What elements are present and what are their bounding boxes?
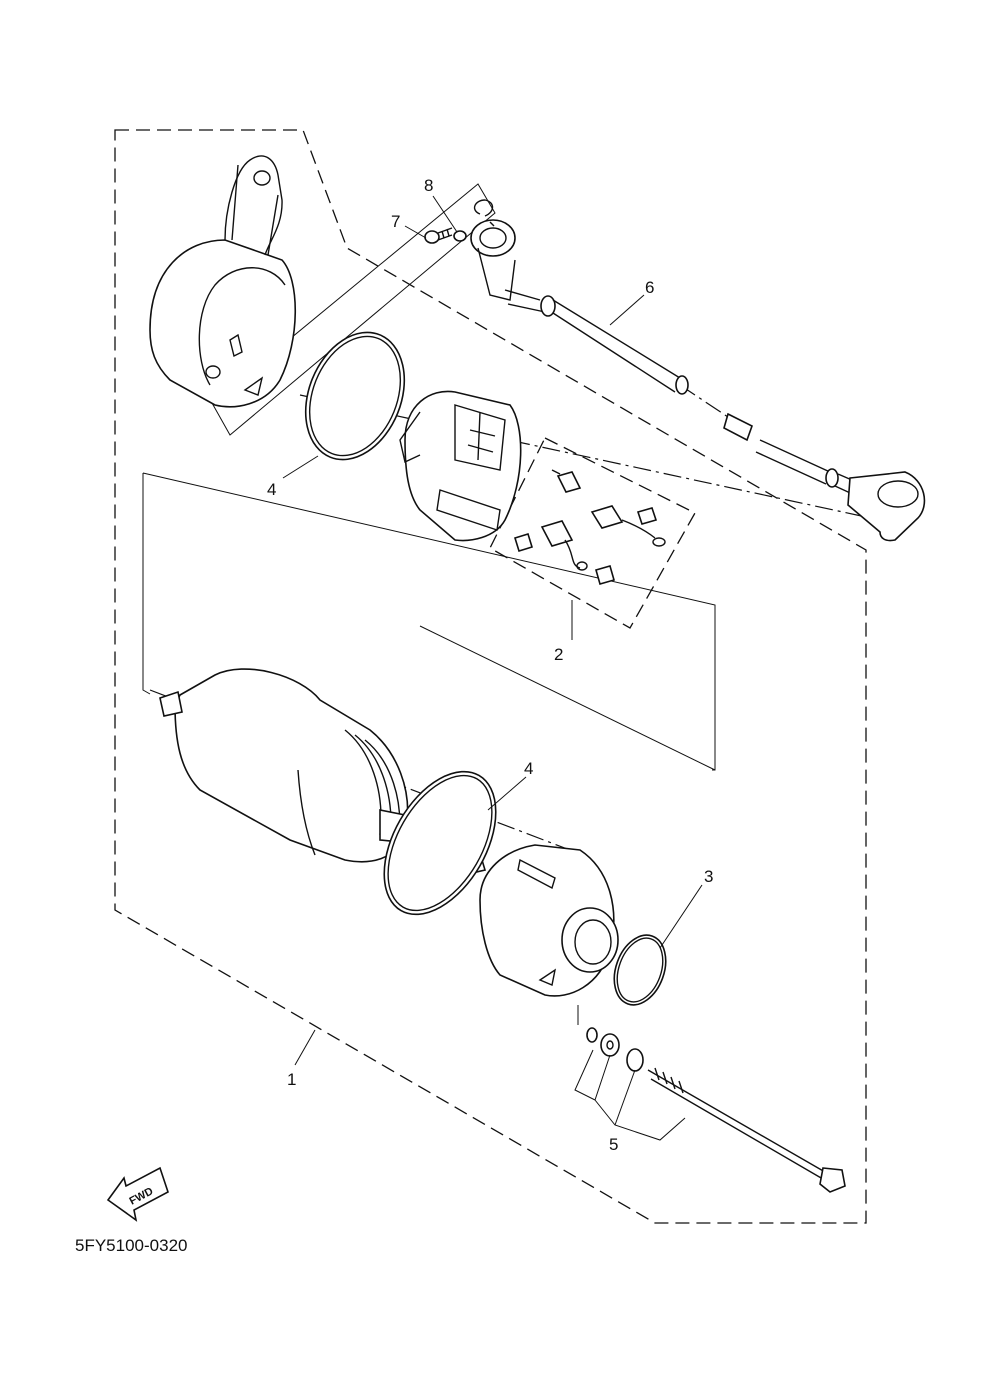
- rear-cover: [479, 844, 619, 997]
- callout-6: 6: [645, 278, 654, 297]
- leader-lines: [282, 195, 703, 1141]
- callout-4-upper: 4: [267, 480, 276, 499]
- o-ring-lower: [383, 770, 497, 916]
- callout-2: 2: [554, 645, 563, 664]
- front-cover: [149, 155, 297, 408]
- fwd-arrow-icon: FWD: [106, 1166, 169, 1222]
- o-ring-3: [613, 934, 667, 1006]
- callout-1: 1: [287, 1070, 296, 1089]
- screw-7: [424, 227, 453, 244]
- figure-code: 5FY5100-0320: [75, 1236, 187, 1255]
- assembly-boundary: [114, 129, 867, 1224]
- washer-8: [453, 230, 467, 242]
- yoke-bracket-lower: [419, 625, 716, 771]
- front-cover-bracket: [211, 183, 496, 436]
- brush-set-parts: [514, 505, 666, 585]
- brush-set-boundary: [489, 437, 696, 629]
- center-line-cable: [679, 384, 741, 426]
- brush-holder: [399, 390, 522, 542]
- callout-5: 5: [609, 1135, 618, 1154]
- o-ring-upper: [304, 331, 406, 461]
- yoke-bracket: [142, 472, 716, 771]
- callout-3: 3: [704, 867, 713, 886]
- callout-4-lower: 4: [524, 759, 533, 778]
- callout-7: 7: [391, 212, 400, 231]
- bolt-set: [586, 1027, 846, 1193]
- callout-8: 8: [424, 176, 433, 195]
- terminal-screw: [551, 469, 582, 493]
- lead-cable: [470, 199, 926, 542]
